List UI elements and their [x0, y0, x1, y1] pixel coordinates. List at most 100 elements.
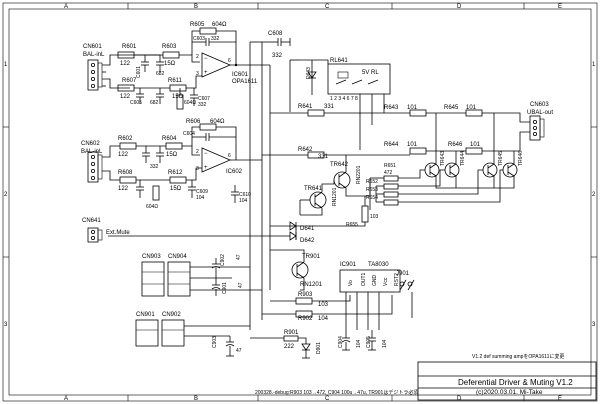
c905-capacitor	[368, 330, 376, 350]
tr641-transistor	[309, 191, 327, 209]
c607-capacitor	[190, 88, 198, 106]
tr644-transistor	[444, 151, 460, 178]
c603-capacitor	[192, 38, 236, 46]
cn901-ref: CN901	[136, 312, 155, 318]
tr901-ref: TR901	[302, 254, 321, 260]
tr642-ref: TR642	[330, 162, 349, 168]
r654-body	[383, 199, 399, 206]
svg-text:+: +	[204, 165, 208, 171]
c606-val: 682	[150, 100, 159, 106]
j901-jumper	[399, 279, 415, 291]
d901-diode	[301, 343, 311, 358]
row-label-2-right: 2	[592, 192, 596, 198]
title-block	[417, 361, 597, 401]
title-block-title: Deferential Driver & Muting V1.2	[458, 378, 573, 387]
col-label-d-bottom: D	[457, 396, 462, 402]
svg-text:2: 2	[196, 54, 199, 60]
r646-val: 101	[470, 142, 481, 148]
r604-val: 15Ω	[166, 152, 178, 158]
row-label-3: 3	[4, 322, 8, 328]
c601-capacitor	[141, 55, 149, 72]
tr641-ref: TR641	[304, 186, 323, 192]
svg-text:−: −	[204, 151, 208, 157]
tr645-ref: TR645	[498, 151, 504, 166]
col-label-a-bottom: A	[64, 396, 68, 402]
cn641-connector	[87, 227, 103, 243]
ic602-ref: IC602	[226, 169, 243, 175]
c901-capacitor	[211, 278, 221, 296]
tr901-part: RN1201	[300, 282, 323, 288]
ground-symbols	[226, 349, 376, 359]
r612-ref: R612	[168, 170, 183, 176]
r654-ref: R654	[366, 195, 378, 201]
col-label-e: E	[558, 4, 562, 10]
c902-capacitor	[211, 258, 221, 278]
r641-ref: R641	[298, 104, 313, 110]
tr646-ref: TR646	[518, 151, 524, 166]
d643-diode	[307, 60, 317, 95]
cn601-connector	[87, 59, 103, 91]
c603-val: 332	[211, 36, 220, 42]
c901-val: 47	[238, 282, 244, 288]
cn902-connector	[161, 319, 185, 347]
r652-ref: R652	[366, 179, 378, 185]
col-label-a: A	[64, 4, 68, 10]
r601-val: 122	[120, 61, 131, 67]
r604-ref: R604	[162, 136, 177, 142]
d643-ref: D643	[306, 67, 312, 79]
r902-ref: R902	[298, 316, 313, 322]
title-block-credit: (c)2020.03.01. Mi-Take	[476, 389, 543, 396]
r646-body	[465, 147, 483, 155]
rl641-ref: RL641	[330, 58, 348, 64]
svg-text:3: 3	[196, 71, 199, 77]
tr641-part: RN1201	[332, 187, 338, 206]
debug-note: 200328.-debug:R903 103→472, C904 100u→47…	[255, 390, 419, 396]
r644-body	[409, 147, 427, 155]
svg-text:6: 6	[228, 153, 231, 159]
rl641-relay	[327, 63, 391, 95]
ic901-part: TA8030	[368, 262, 389, 268]
cn903-connector	[141, 261, 165, 297]
row-label-1: 1	[4, 62, 8, 68]
j901-ref: J901	[396, 271, 410, 277]
r902-val: 104	[318, 316, 329, 322]
c610-ref: C610	[239, 192, 251, 198]
ic901-pin-rst2: RST2	[394, 273, 400, 286]
col-label-c-bottom: C	[325, 396, 330, 402]
ic901-pin-gnd: GND	[372, 275, 378, 287]
c610-capacitor	[231, 185, 239, 203]
revision-note: V1.2 def summing ampをOPA1611に変更	[472, 354, 565, 360]
tr901-transistor	[291, 261, 309, 279]
r655-val: 103	[370, 214, 379, 220]
cn901-connector	[135, 319, 159, 347]
tr643-transistor	[424, 113, 440, 178]
row-label-1-right: 1	[592, 62, 596, 68]
r601-ref: R601	[122, 44, 137, 50]
c604-feedback-cap	[192, 133, 236, 141]
c903-capacitor	[225, 336, 235, 356]
c605-ref: C605	[130, 100, 142, 106]
rl641-rating: 5V RL	[362, 70, 379, 76]
r645-ref: R645	[444, 105, 459, 111]
relay-contacts	[335, 71, 379, 85]
cn904-ref: CN904	[168, 254, 187, 260]
col-label-c: C	[325, 4, 330, 10]
tr642-transistor	[333, 171, 351, 189]
col-label-d: D	[457, 4, 462, 10]
r646-ref: R646	[448, 142, 463, 148]
r611-ref: R611	[168, 78, 183, 84]
r610-val: 604Ω	[146, 204, 158, 210]
r608-ref: R608	[118, 170, 133, 176]
ic901-ref: IC901	[340, 262, 357, 268]
c904-val: 104	[356, 339, 362, 348]
c904-ref: C904	[338, 336, 344, 348]
d642-ref: D642	[300, 238, 315, 244]
r651-body	[383, 175, 399, 182]
col-label-b: B	[194, 4, 198, 10]
r602-body	[119, 142, 137, 150]
r604-body	[165, 142, 183, 150]
cn603-ref: CN603	[530, 102, 549, 108]
svg-text:+: +	[204, 70, 208, 76]
r605-val: 604Ω	[212, 22, 227, 28]
ic601-ref: IC601	[232, 72, 249, 78]
